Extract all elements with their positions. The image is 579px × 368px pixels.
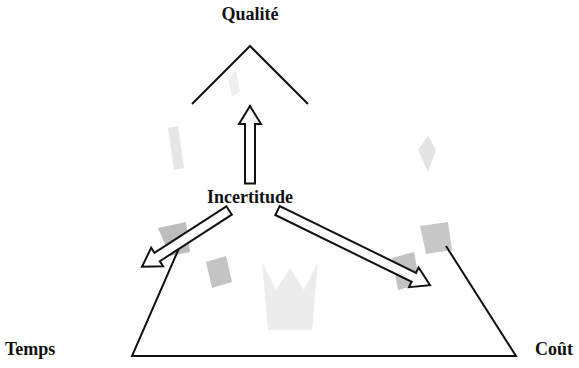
burst-shard xyxy=(206,256,232,288)
node-label: Incertitude xyxy=(207,187,293,208)
burst-shard xyxy=(228,70,240,96)
quality-chevron xyxy=(192,46,308,104)
burst-shard xyxy=(418,136,436,172)
center-label: Incertitude xyxy=(204,184,296,211)
node-label: Qualité xyxy=(222,4,279,25)
burst-shapes xyxy=(158,70,452,330)
corner-label: Temps xyxy=(2,262,142,362)
time-cost-triangle xyxy=(132,246,516,356)
burst-shard xyxy=(262,262,318,330)
corner-label: Qualité xyxy=(192,2,308,106)
hollow-arrow xyxy=(275,206,430,287)
node-label: Temps xyxy=(5,339,55,360)
node-label: Coût xyxy=(535,339,573,360)
burst-shard xyxy=(168,126,184,170)
hollow-arrow xyxy=(239,106,261,184)
hollow-arrow xyxy=(142,206,232,266)
corner-label: Coût xyxy=(430,280,576,362)
